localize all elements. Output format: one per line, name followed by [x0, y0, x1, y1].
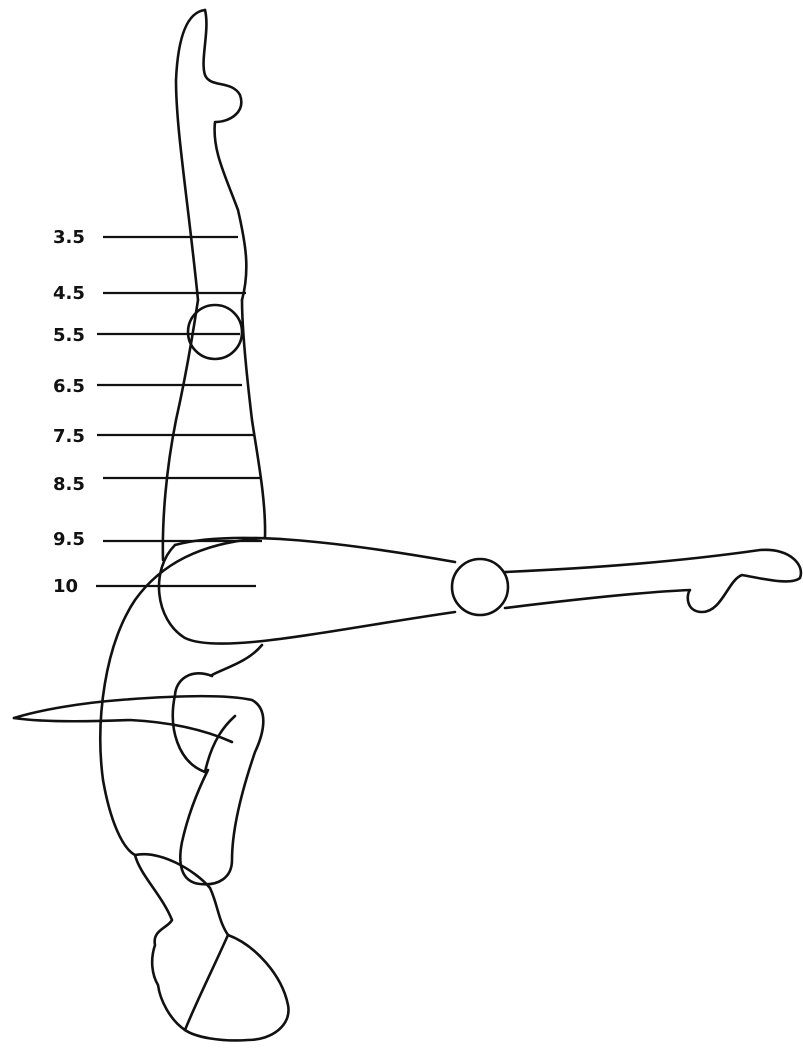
measurement-label-5-5: 5.5	[53, 325, 85, 346]
torso-and-arm	[14, 538, 289, 1040]
measurement-label-8-5: 8.5	[53, 474, 85, 495]
measurement-label-3-5: 3.5	[53, 227, 85, 248]
knee-circle-lower	[452, 559, 508, 615]
extended-leg	[159, 538, 801, 644]
measurement-label-9-5: 9.5	[53, 529, 85, 550]
measurement-label-7-5: 7.5	[53, 426, 85, 447]
measurement-label-4-5: 4.5	[53, 283, 85, 304]
measurement-label-10: 10	[53, 576, 78, 597]
measurement-label-6-5: 6.5	[53, 376, 85, 397]
knee-circle-upper	[188, 305, 242, 359]
